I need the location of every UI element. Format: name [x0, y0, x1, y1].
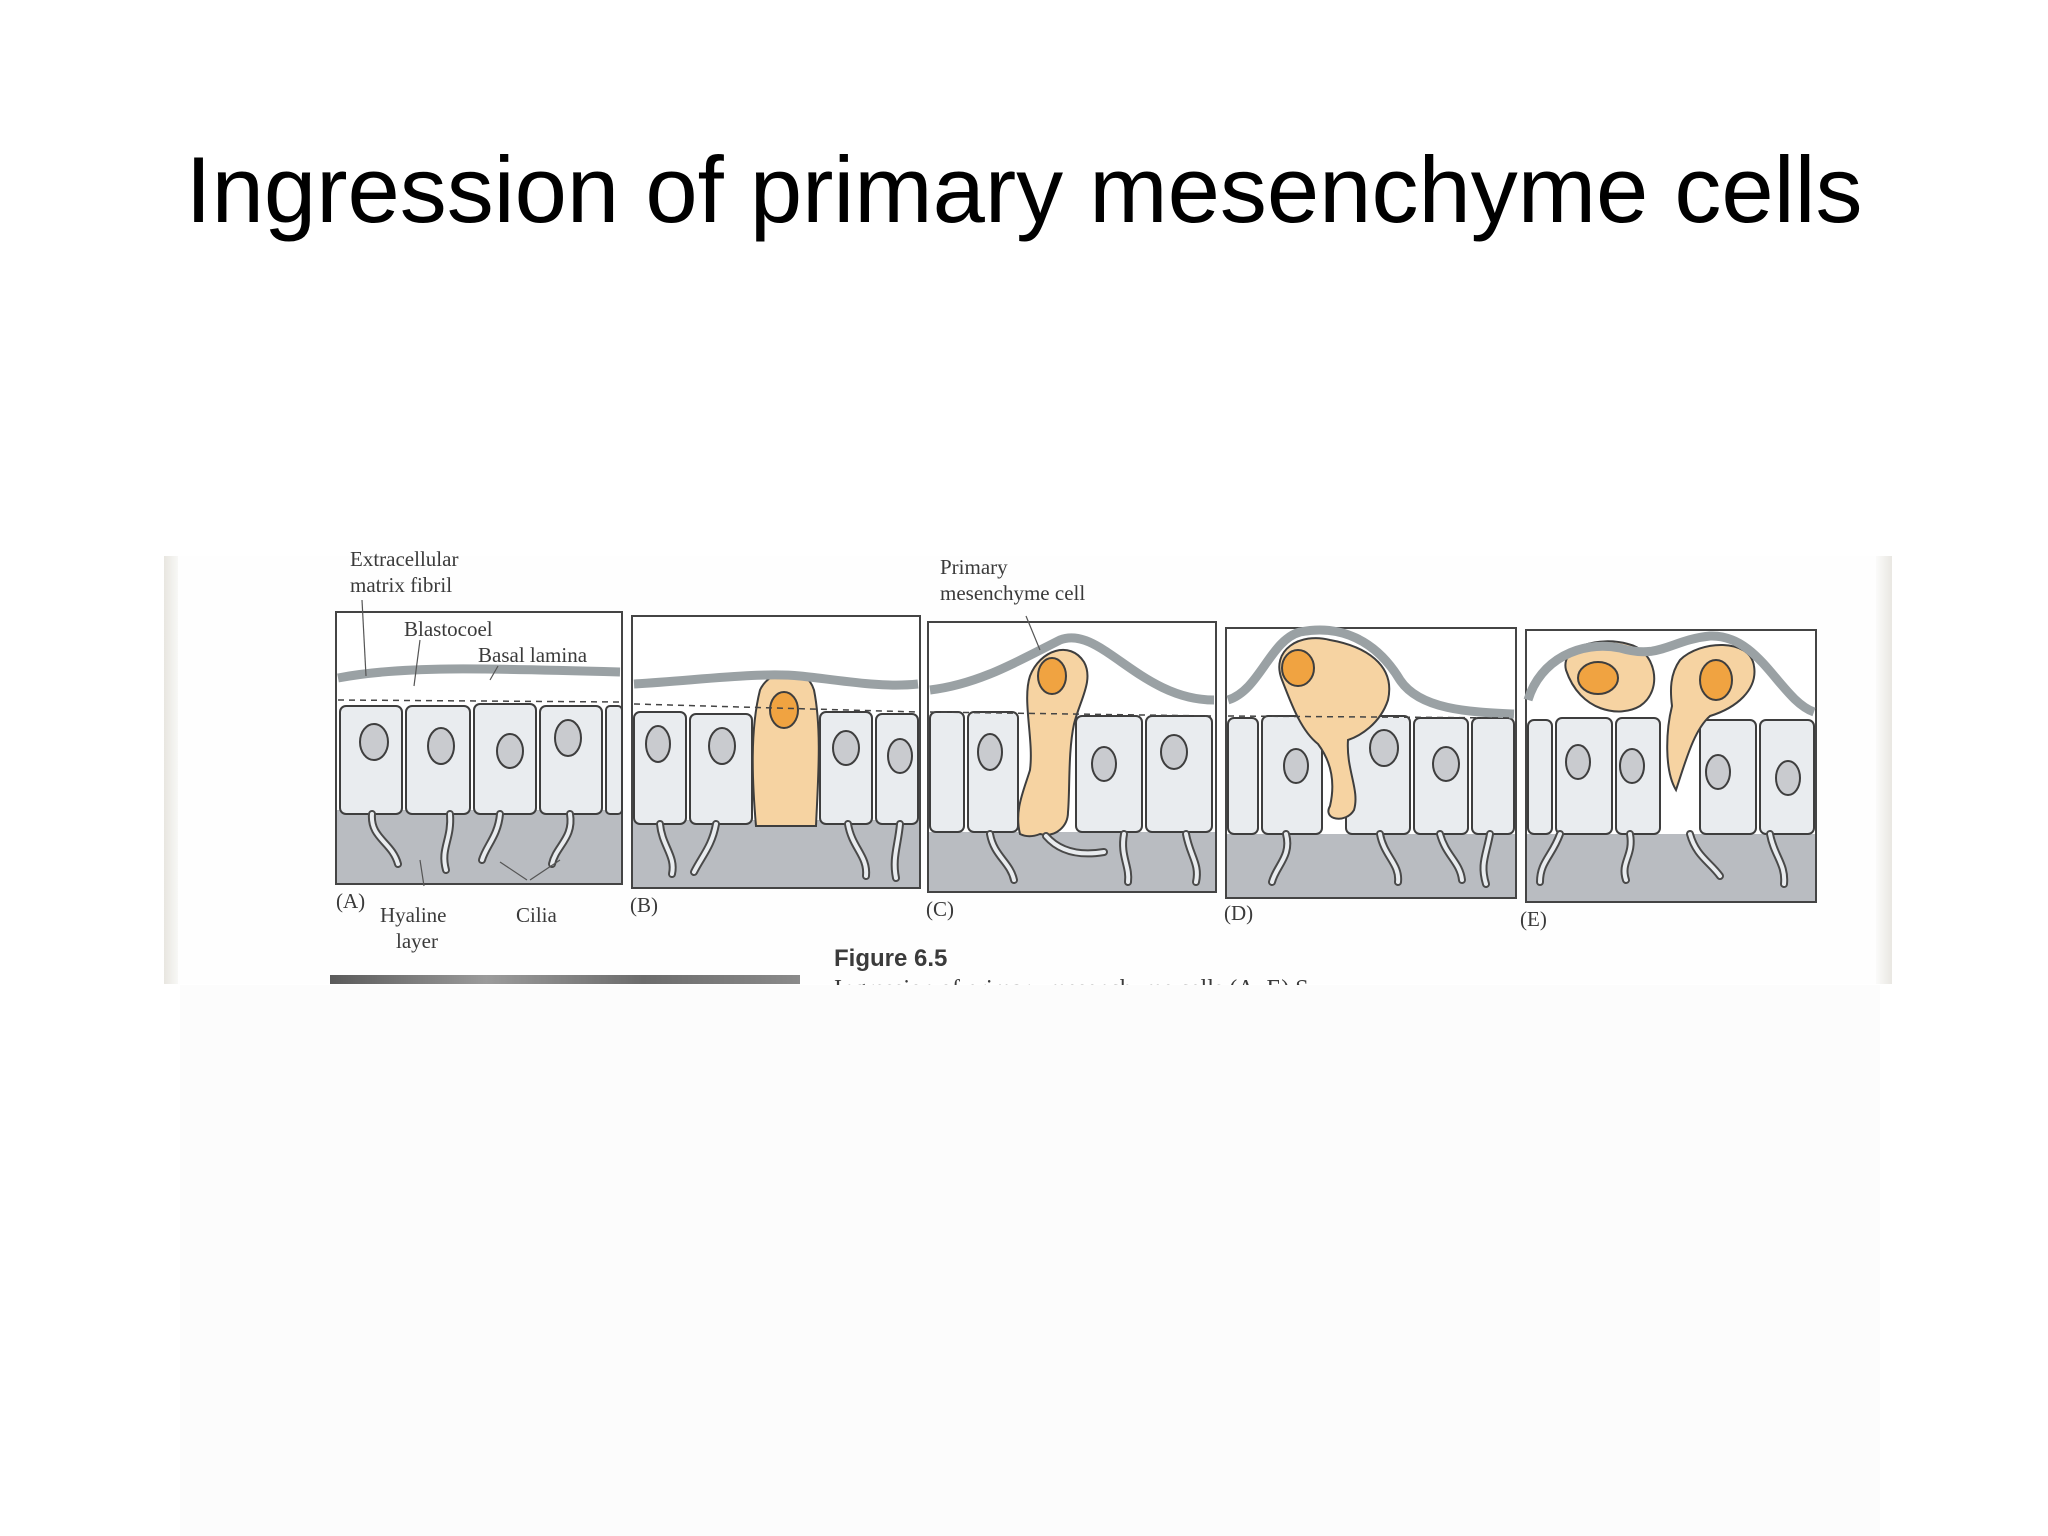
panel-a [335, 599, 623, 887]
panel-label-b: (B) [630, 893, 658, 917]
label-hyaline-1: Hyaline [380, 903, 446, 927]
figure-caption-text-fragment: Ingression of primary mesenchyme cells (… [834, 976, 1309, 1002]
scan-page-edge-right [1876, 556, 1892, 984]
figure-caption-title: Figure 6.5 [834, 945, 947, 972]
epithelial-cells [339, 703, 623, 815]
primary-mesenchyme-cell [1017, 648, 1089, 838]
figure-labels: Extracellular matrix fibril Blastocoel B… [336, 547, 1547, 972]
panel-e [1523, 629, 1817, 903]
panel-label-e: (E) [1520, 907, 1547, 931]
label-hyaline-2: layer [396, 929, 438, 953]
label-ecm-fibril-2: matrix fibril [350, 573, 452, 597]
slide-title: Ingression of primary mesenchyme cells [185, 137, 1863, 242]
label-pmc-2: mesenchyme cell [940, 581, 1085, 605]
panel-label-d: (D) [1224, 901, 1253, 925]
label-blastocoel: Blastocoel [404, 617, 493, 641]
label-ecm-fibril-1: Extracellular [350, 547, 458, 571]
hyaline-layer [337, 810, 621, 883]
basal-lamina [337, 664, 621, 683]
nuclei [359, 719, 582, 769]
label-pmc-1: Primary [940, 555, 1008, 579]
panel-c [927, 615, 1217, 893]
scan-page-edge-left [164, 556, 178, 984]
label-basal-lamina: Basal lamina [478, 643, 588, 667]
scanned-page-lower-area [180, 985, 1880, 1536]
panel-label-c: (C) [926, 897, 954, 921]
pmc-nucleus [769, 691, 799, 729]
panel-d [1225, 625, 1517, 899]
panel-b [631, 615, 921, 889]
panel-label-a: (A) [336, 889, 365, 913]
label-cilia: Cilia [516, 903, 558, 927]
micrograph-top-edge [330, 975, 800, 984]
